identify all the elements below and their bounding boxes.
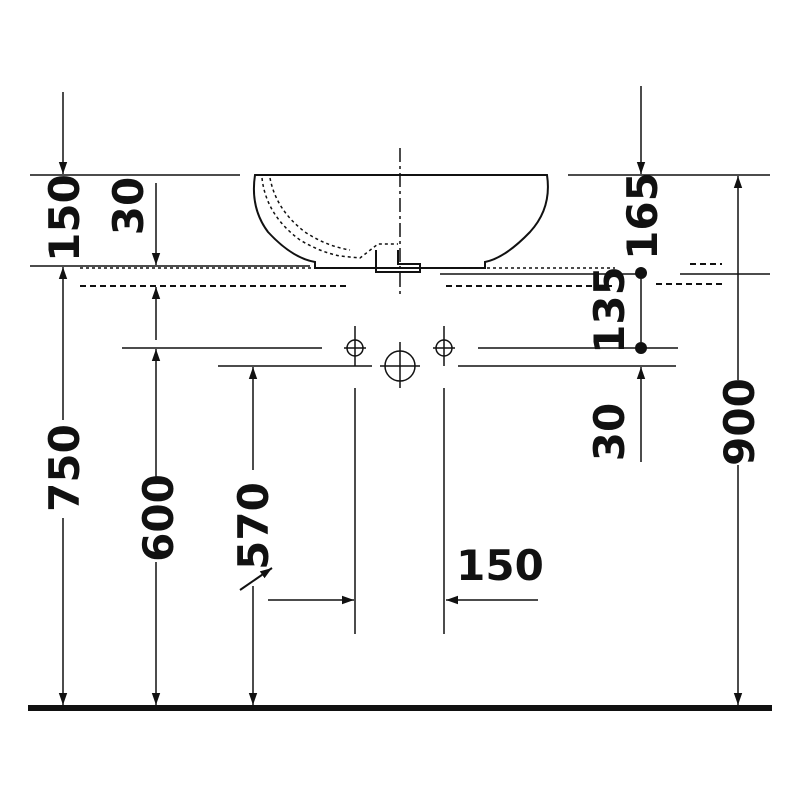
basin bbox=[252, 148, 549, 296]
fix-point-upper bbox=[635, 267, 647, 279]
dim-150-bottom-label: 150 bbox=[456, 541, 544, 590]
fittings bbox=[344, 267, 647, 634]
dim-30-top-label: 30 bbox=[104, 177, 153, 235]
basin-drain bbox=[375, 250, 421, 273]
basin-outline bbox=[252, 174, 549, 269]
dimension-lines bbox=[58, 86, 743, 705]
dim-900-label: 900 bbox=[715, 378, 764, 466]
fix-point-lower bbox=[635, 342, 647, 354]
water-connection-left bbox=[344, 326, 366, 366]
dimension-labels: 150 30 165 135 30 750 600 570 900 150 bbox=[40, 172, 764, 590]
dim-165-label: 165 bbox=[618, 172, 667, 260]
dim-135-label: 135 bbox=[585, 266, 634, 354]
dim-150-top-label: 150 bbox=[40, 174, 89, 262]
dim-570-leader bbox=[239, 567, 273, 591]
dim-570-label: 570 bbox=[229, 482, 278, 570]
dim-600-label: 600 bbox=[134, 474, 183, 562]
basin-inner-wall bbox=[261, 177, 398, 259]
drain-connection bbox=[380, 342, 420, 388]
dim-30-right-label: 30 bbox=[585, 403, 634, 461]
basin-inner-wall-2 bbox=[269, 177, 351, 251]
dim-750-label: 750 bbox=[40, 424, 89, 512]
water-connection-right bbox=[433, 326, 455, 366]
